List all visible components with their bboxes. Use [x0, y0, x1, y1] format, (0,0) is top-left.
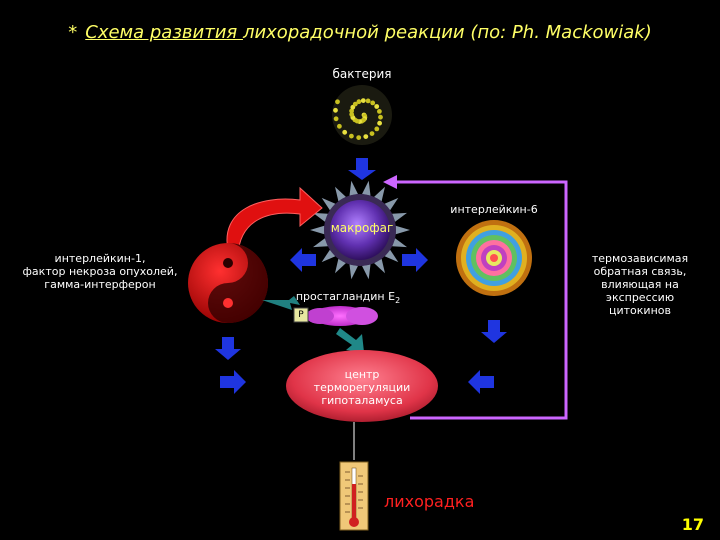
label-feedback-line-4: экспрессию	[605, 291, 675, 304]
feedback-loop-line	[383, 175, 568, 420]
arrow-down-left	[215, 337, 241, 360]
label-feedback: термозависимая обратная связь, влияющая …	[574, 252, 706, 317]
thermometer-icon	[339, 461, 369, 531]
slide-title: * Схема развития лихорадочной реакции (по…	[0, 22, 720, 43]
label-cytokines-line-1: интерлейкин-1,	[54, 252, 146, 265]
label-interleukin6: интерлейкин-6	[450, 203, 538, 216]
yin-yang-icon	[188, 243, 268, 323]
label-feedback-line-1: термозависимая	[591, 252, 689, 265]
label-bacteria: бактерия	[332, 67, 392, 81]
spiked-macrophage-icon	[310, 180, 410, 280]
label-prostaglandin-text: простагландин E	[295, 290, 396, 303]
arrow-left-to-center	[468, 370, 494, 394]
label-center-line-2: терморегуляции	[313, 381, 411, 394]
label-feedback-line-5: цитокинов	[609, 304, 671, 317]
arrow-left-to-cytokines	[290, 248, 316, 272]
label-center-line-3: гипоталамуса	[321, 394, 403, 407]
label-macrophage: макрофаг	[330, 221, 394, 235]
label-cytokines-line-2: фактор некроза опухолей,	[22, 265, 178, 278]
label-prostaglandin-sub: 2	[395, 296, 401, 306]
label-center: центр терморегуляции гипоталамуса	[300, 368, 424, 407]
title-underlined: Схема развития	[85, 22, 243, 43]
label-prostaglandin: простагландин E2	[278, 290, 418, 307]
spiral-bacteria-icon	[332, 85, 392, 145]
label-cytokines-line-3: гамма-интерферон	[44, 278, 156, 291]
curved-red-arrow	[226, 186, 323, 256]
concentric-cell-icon	[456, 220, 532, 296]
title-star: *	[68, 22, 78, 43]
page-number: 17	[681, 515, 704, 534]
arrow-teal-to-center	[336, 328, 364, 352]
arrow-right-to-center	[220, 370, 246, 394]
label-center-line-1: центр	[344, 368, 380, 381]
thermoregulation-center	[286, 350, 438, 422]
prostaglandin-molecule	[293, 306, 378, 326]
label-feedback-line-3: влияющая на	[601, 278, 679, 291]
label-p-marker: P	[298, 310, 304, 320]
arrow-right-to-il6	[402, 248, 428, 272]
label-fever: лихорадка	[384, 492, 475, 511]
arrow-down-right	[481, 320, 507, 343]
label-cytokines: интерлейкин-1, фактор некроза опухолей, …	[12, 252, 188, 291]
title-rest: лихорадочной реакции (по: Ph. Mackowiak)	[242, 22, 652, 43]
arrow-teal-to-prostaglandin	[262, 296, 300, 310]
label-feedback-line-2: обратная связь,	[593, 265, 687, 278]
arrow-down-bacteria	[348, 158, 376, 180]
